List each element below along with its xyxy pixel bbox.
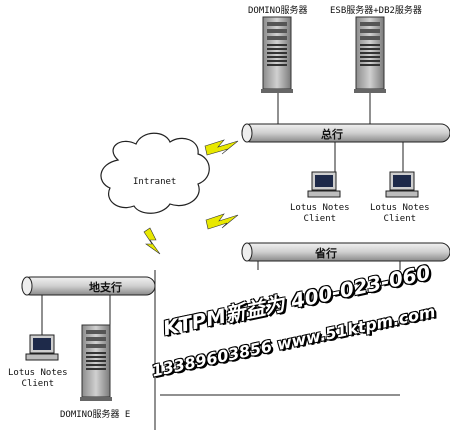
hq-client-1-computer-icon <box>307 171 341 198</box>
hq-client-1-label-line1: Lotus Notes <box>290 203 350 213</box>
branch-bus-label: 地支行 <box>89 281 122 294</box>
domino-hq-label: DOMINO服务器 <box>248 6 308 16</box>
branch-client-label-line1: Lotus Notes <box>8 368 68 378</box>
hq-client-2-label-line2: Client <box>383 214 417 224</box>
hq-client-1-label: Lotus Notes Client <box>290 203 350 225</box>
province-bus-pipe <box>241 242 450 262</box>
intranet-cloud-icon <box>100 132 210 214</box>
server-domino-hq-icon <box>261 16 293 93</box>
link-province-lightning-icon <box>205 213 239 230</box>
server-domino-branch-icon <box>80 324 112 401</box>
province-bus-label: 省行 <box>315 247 337 260</box>
branch-client-label-line2: Client <box>21 379 55 389</box>
hq-bus-label: 总行 <box>321 128 343 141</box>
hq-client-2-computer-icon <box>385 171 419 198</box>
server-esb-db2-icon <box>354 16 386 93</box>
hq-client-2-label: Lotus Notes Client <box>370 203 430 225</box>
watermark-panel <box>154 270 450 430</box>
intranet-label: Intranet <box>133 177 177 187</box>
link-branch-lightning-icon <box>143 227 161 255</box>
branch-client-computer-icon <box>25 334 59 361</box>
branch-bus-pipe <box>21 276 156 296</box>
hq-bus-pipe <box>241 123 450 143</box>
link-hq-lightning-icon <box>204 139 239 156</box>
domino-branch-label: DOMINO服务器 E <box>60 410 131 420</box>
hq-client-1-label-line2: Client <box>303 214 337 224</box>
esb-db2-label: ESB服务器+DB2服务器 <box>330 6 422 16</box>
hq-client-2-label-line1: Lotus Notes <box>370 203 430 213</box>
branch-client-label: Lotus Notes Client <box>8 368 68 390</box>
